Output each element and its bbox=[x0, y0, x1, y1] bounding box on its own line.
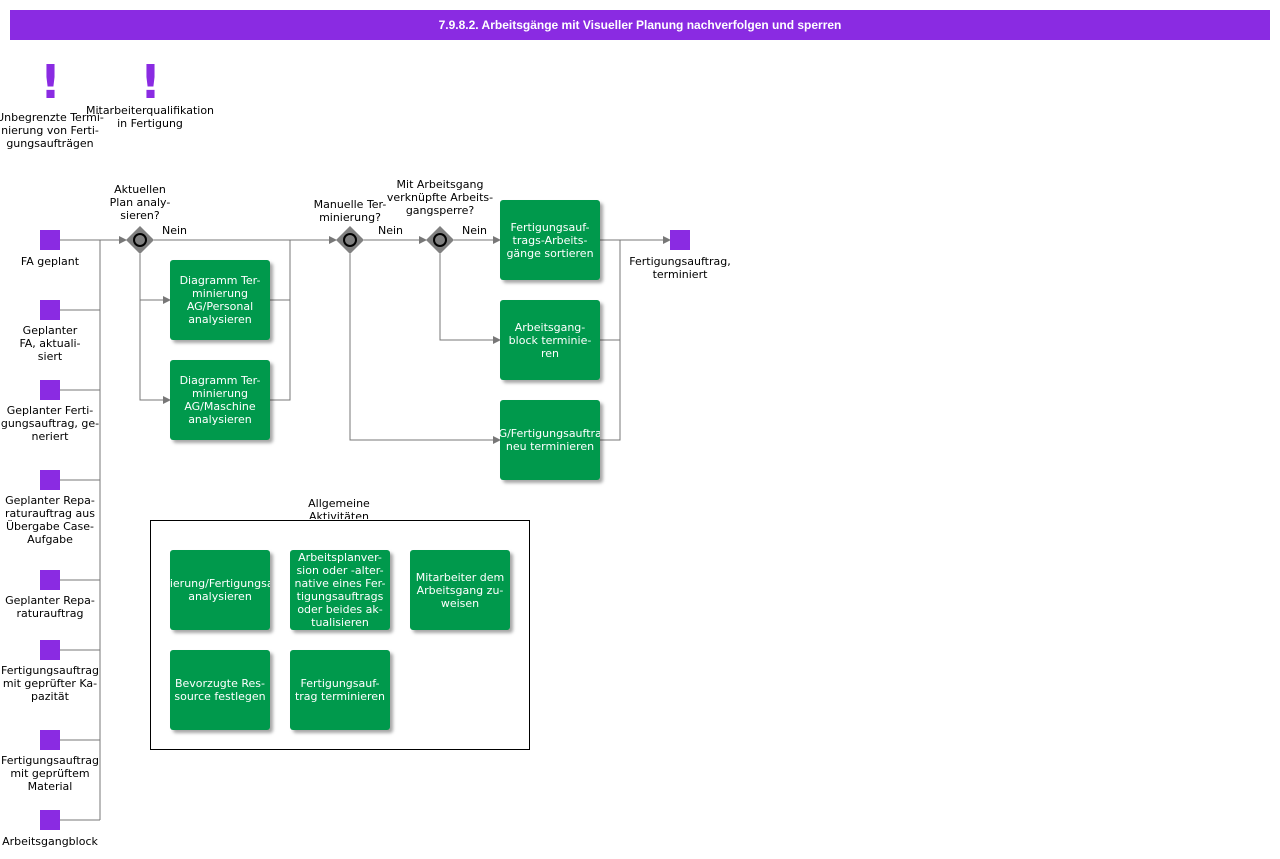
flow-maschine-out bbox=[270, 300, 291, 401]
group-task-analyze[interactable]: Terminierung/Fertigungsauftrag analysier… bbox=[170, 550, 270, 630]
start-event-label: Geplanter FA, aktuali- siert bbox=[19, 324, 81, 363]
gateway-2[interactable] bbox=[336, 226, 364, 254]
general-activities-group bbox=[150, 520, 530, 750]
end-event-label: Fertigungsauftrag, terminiert bbox=[629, 255, 731, 281]
start-event-label: Geplanter Ferti- gungsauftrag, ge- nerie… bbox=[0, 404, 100, 443]
flow-personal-out bbox=[270, 240, 291, 301]
start-event[interactable] bbox=[40, 380, 60, 400]
start-event-label: Fertigungsauftrag mit geprüftem Material bbox=[1, 754, 99, 793]
merge-bus bbox=[60, 239, 101, 821]
start-event[interactable] bbox=[40, 730, 60, 750]
start-event[interactable] bbox=[40, 570, 60, 590]
start-event-label: Fertigungsauftrag mit geprüfter Ka- pazi… bbox=[1, 664, 99, 703]
flow-gw3-block bbox=[439, 254, 501, 344]
task-schedule-block[interactable]: Arbeitsgang- block terminie- ren bbox=[500, 300, 600, 380]
task-reschedule[interactable]: AG/Fertigungsauftrag neu terminieren bbox=[500, 400, 600, 480]
flow-neu-out bbox=[600, 340, 621, 441]
gateway-2-question: Manuelle Ter- minierung? bbox=[313, 198, 387, 224]
gateway-1[interactable] bbox=[126, 226, 154, 254]
start-event-label: Geplanter Repa- raturauftrag bbox=[5, 594, 95, 620]
start-event-label: Geplanter Repa- raturauftrag aus Übergab… bbox=[5, 494, 95, 546]
start-event-label: FA geplant bbox=[20, 255, 80, 268]
start-event[interactable] bbox=[40, 230, 60, 250]
task-maschine-analysis[interactable]: Diagramm Ter- minierung AG/Maschine anal… bbox=[170, 360, 270, 440]
gateway-2-no-label: Nein bbox=[378, 224, 404, 237]
group-label: Allgemeine Aktivitäten bbox=[308, 497, 370, 519]
gateway-3[interactable] bbox=[426, 226, 454, 254]
start-event[interactable] bbox=[40, 810, 60, 830]
task-sort-operations[interactable]: Fertigungsauf- trags-Arbeits- gänge sort… bbox=[500, 200, 600, 280]
task-personal-analysis[interactable]: Diagramm Ter- minierung AG/Personal anal… bbox=[170, 260, 270, 340]
note-label-1: Unbegrenzte Termi- nierung von Ferti- gu… bbox=[0, 111, 104, 150]
group-task-assign-worker[interactable]: Mitarbeiter dem Arbeitsgang zu- weisen bbox=[410, 550, 510, 630]
exclamation-icon: ! bbox=[40, 55, 61, 109]
gateway-1-no-label: Nein bbox=[162, 224, 188, 237]
note-label-2: Mitarbeiterqualifikation in Fertigung bbox=[85, 104, 215, 130]
group-task-schedule-order[interactable]: Fertigungsauf- trag terminieren bbox=[290, 650, 390, 730]
flow-gw2-neu bbox=[349, 254, 501, 444]
start-event[interactable] bbox=[40, 300, 60, 320]
flow-block-out bbox=[600, 240, 621, 341]
diagram-title: 7.9.8.2. Arbeitsgänge mit Visueller Plan… bbox=[10, 10, 1270, 40]
group-task-preferred-resource[interactable]: Bevorzugte Res- source festlegen bbox=[170, 650, 270, 730]
flow-gw1-personal bbox=[139, 254, 171, 304]
gateway-1-question: Aktuellen Plan analy- sieren? bbox=[109, 183, 171, 222]
end-event[interactable] bbox=[670, 230, 690, 250]
flow-gw1-maschine bbox=[139, 300, 171, 404]
start-event[interactable] bbox=[40, 470, 60, 490]
gateway-3-no-label: Nein bbox=[462, 224, 488, 237]
gateway-3-question: Mit Arbeitsgang verknüpfte Arbeits- gang… bbox=[386, 178, 494, 217]
start-event[interactable] bbox=[40, 640, 60, 660]
start-event-label: Arbeitsgangblock bbox=[2, 835, 98, 848]
exclamation-icon: ! bbox=[140, 55, 161, 109]
group-task-update-route[interactable]: Arbeitsplanver- sion oder -alter- native… bbox=[290, 550, 390, 630]
